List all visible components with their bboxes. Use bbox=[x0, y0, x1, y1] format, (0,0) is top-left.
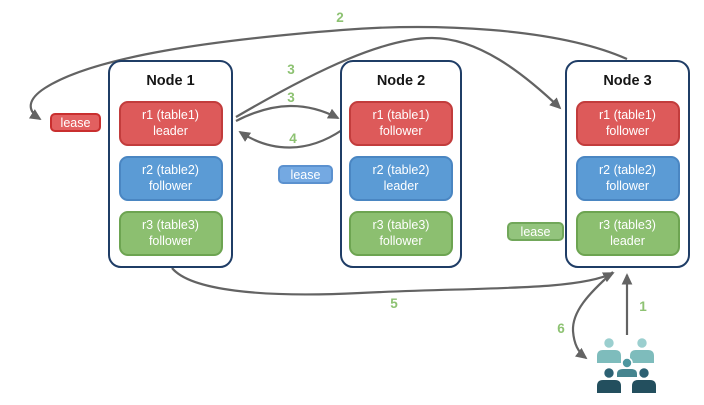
replica-role: follower bbox=[148, 233, 193, 248]
replica-name: r3 (table3) bbox=[599, 217, 656, 232]
user-middle-icon bbox=[617, 357, 637, 377]
replica-name: r2 (table2) bbox=[142, 162, 199, 177]
node-2: Node 2 r1 (table1) follower r2 (table2) … bbox=[340, 60, 462, 268]
replica-role: leader bbox=[610, 233, 645, 248]
node-2-replica-r3: r3 (table3) follower bbox=[349, 211, 453, 256]
replica-role: follower bbox=[148, 178, 193, 193]
lease-badge-table3: lease bbox=[507, 222, 564, 241]
replica-role: leader bbox=[153, 123, 188, 138]
lease-badge-table1: lease bbox=[50, 113, 101, 132]
node-3-replica-r2: r2 (table2) follower bbox=[575, 156, 680, 201]
arrow-step-5-node1-to-node3 bbox=[171, 267, 615, 296]
node-1-replica-r3: r3 (table3) follower bbox=[118, 211, 223, 256]
node-2-replica-r2: r2 (table2) leader bbox=[349, 156, 453, 201]
replica-role: leader bbox=[383, 178, 419, 193]
node-2-title: Node 2 bbox=[376, 73, 426, 89]
replica-role: follower bbox=[379, 123, 423, 138]
replica-name: r1 (table1) bbox=[372, 107, 430, 122]
replica-name: r1 (table1) bbox=[142, 107, 199, 122]
users-group-icon bbox=[597, 336, 656, 393]
node-1-title: Node 1 bbox=[146, 73, 195, 89]
arrow-step-3-node1-to-node2 bbox=[235, 104, 340, 122]
replica-name: r2 (table2) bbox=[372, 162, 430, 177]
replica-name: r3 (table3) bbox=[142, 217, 199, 232]
replica-name: r3 (table3) bbox=[372, 217, 430, 232]
node-1-replica-r2: r2 (table2) follower bbox=[118, 156, 223, 201]
user-back-right-icon bbox=[630, 336, 654, 363]
user-front-right-icon bbox=[632, 366, 656, 393]
lease-badge-table2: lease bbox=[278, 165, 333, 184]
node-3-replica-r1: r1 (table1) follower bbox=[575, 101, 680, 146]
step-label-1: 1 bbox=[639, 299, 647, 314]
step-label-3b: 3 bbox=[287, 90, 295, 105]
node-1-replica-r1: r1 (table1) leader bbox=[118, 101, 223, 146]
node-1: Node 1 r1 (table1) leader r2 (table2) fo… bbox=[108, 60, 233, 268]
step-label-5: 5 bbox=[390, 296, 398, 311]
user-front-left-icon bbox=[597, 366, 621, 393]
replica-role: follower bbox=[379, 233, 423, 248]
step-label-3a: 3 bbox=[287, 62, 295, 77]
replica-name: r1 (table1) bbox=[599, 107, 656, 122]
step-label-4: 4 bbox=[289, 131, 297, 146]
node-3-replica-r3: r3 (table3) leader bbox=[575, 211, 680, 256]
node-2-replica-r1: r1 (table1) follower bbox=[349, 101, 453, 146]
replica-role: follower bbox=[605, 123, 650, 138]
step-label-6: 6 bbox=[557, 321, 565, 336]
step-label-2: 2 bbox=[336, 10, 344, 25]
replica-role: follower bbox=[605, 178, 650, 193]
user-back-left-icon bbox=[597, 336, 621, 363]
node-3-title: Node 3 bbox=[603, 73, 652, 89]
replica-name: r2 (table2) bbox=[599, 162, 656, 177]
node-3: Node 3 r1 (table1) follower r2 (table2) … bbox=[565, 60, 690, 268]
